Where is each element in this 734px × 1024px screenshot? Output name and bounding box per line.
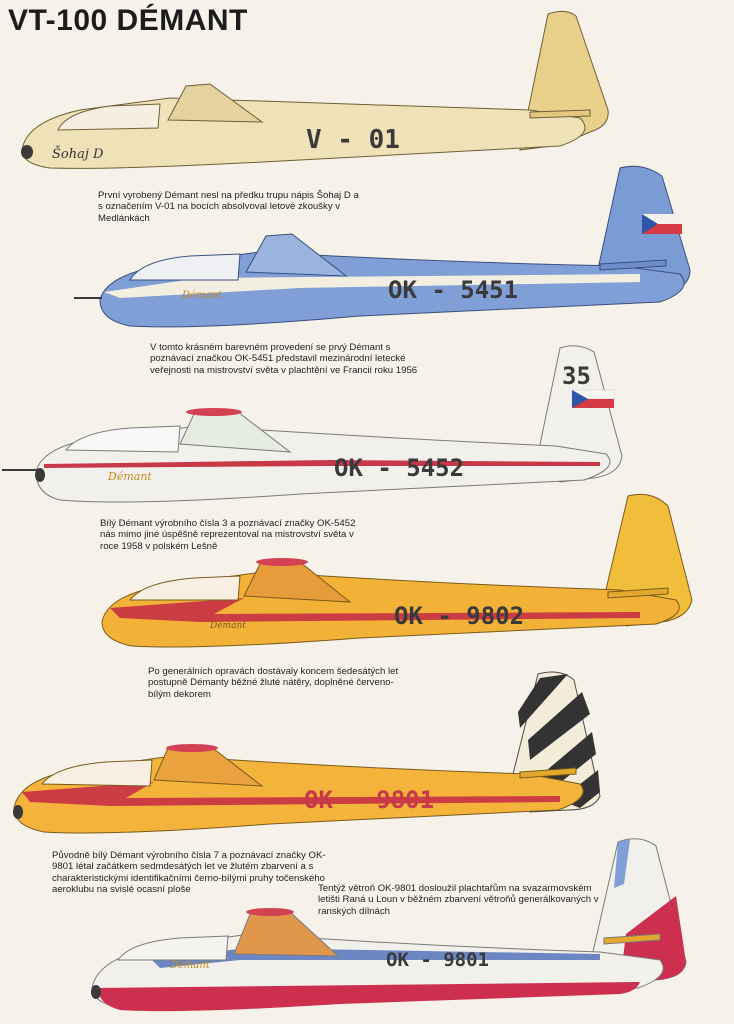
caption-5: Původně bílý Démant výrobního čísla 7 a …	[52, 850, 326, 896]
registration: OK - 5452	[334, 454, 464, 482]
wing-root	[233, 911, 340, 957]
glider-illustration-ok9801-white: OK - 9801 Démant	[91, 838, 687, 1012]
fin-stripe	[528, 692, 590, 760]
nose-script: Démant	[107, 470, 152, 483]
canopy	[40, 759, 153, 787]
flag-red	[642, 224, 682, 234]
glider-illustration-ok5452: 35 OK - 5452 Démant	[2, 345, 623, 503]
tailplane	[603, 933, 661, 945]
wing-root	[167, 83, 264, 123]
glider-illustration-v01: V - 01 Šohaj D	[21, 10, 609, 169]
nose-script: Šohaj D	[52, 145, 104, 162]
wing-tip-rim	[246, 908, 294, 916]
tail-number: 35	[562, 362, 591, 390]
canopy	[117, 935, 229, 961]
red-stripe	[22, 782, 560, 806]
registration: OK - 5451	[388, 276, 518, 304]
canopy	[64, 425, 181, 453]
nose	[13, 805, 23, 819]
fin-stripe	[518, 674, 568, 728]
registration: OK - 9802	[394, 602, 524, 630]
registration: V - 01	[306, 125, 400, 155]
caption-4: Po generálních opravách dostávaly koncem…	[148, 666, 399, 700]
nose-script: Démant	[209, 620, 246, 631]
registration: OK - 9801	[386, 949, 489, 971]
flag-triangle	[572, 390, 588, 408]
nose	[35, 468, 45, 482]
red-stripe	[110, 598, 640, 622]
canopy	[57, 103, 161, 131]
tailplane	[599, 259, 667, 271]
caption-1: První vyrobený Démant nesl na předku tru…	[98, 190, 359, 224]
glider-illustration-ok9801-yellow: OK - 9801	[13, 671, 601, 834]
nose-script: Démant	[181, 290, 223, 301]
canopy	[129, 253, 241, 281]
tailplane	[529, 109, 591, 119]
nose	[91, 985, 101, 999]
caption-2: V tomto krásném barevném provedení se pr…	[150, 342, 418, 376]
tailplane	[607, 587, 669, 599]
caption-6: Tentýž větroň OK-9801 dosloužil plachtař…	[318, 883, 599, 917]
fin-blue	[614, 840, 630, 888]
wing-tip-rim	[256, 558, 308, 566]
tailplane	[519, 767, 577, 779]
caption-3: Bílý Démant výrobního čísla 3 a poznávac…	[100, 518, 356, 552]
flag-red	[572, 399, 614, 408]
red-belly	[98, 982, 640, 1012]
registration: OK - 9801	[304, 786, 434, 814]
flag-triangle	[642, 214, 658, 234]
fuselage	[21, 97, 586, 169]
nose-script: Démant	[169, 960, 211, 971]
canopy	[128, 575, 241, 601]
wing-tip-rim	[186, 408, 242, 416]
flag-white	[642, 214, 682, 224]
wing-tip-rim	[166, 744, 218, 752]
glider-illustration-ok5451: OK - 5451 Démant	[74, 165, 691, 328]
red-stripe	[44, 460, 600, 468]
glider-illustration-ok9802: OK - 9802 Démant	[101, 493, 693, 648]
page-title: VT-100 DÉMANT	[8, 4, 248, 37]
nose	[21, 145, 33, 159]
wing-root	[245, 233, 348, 277]
